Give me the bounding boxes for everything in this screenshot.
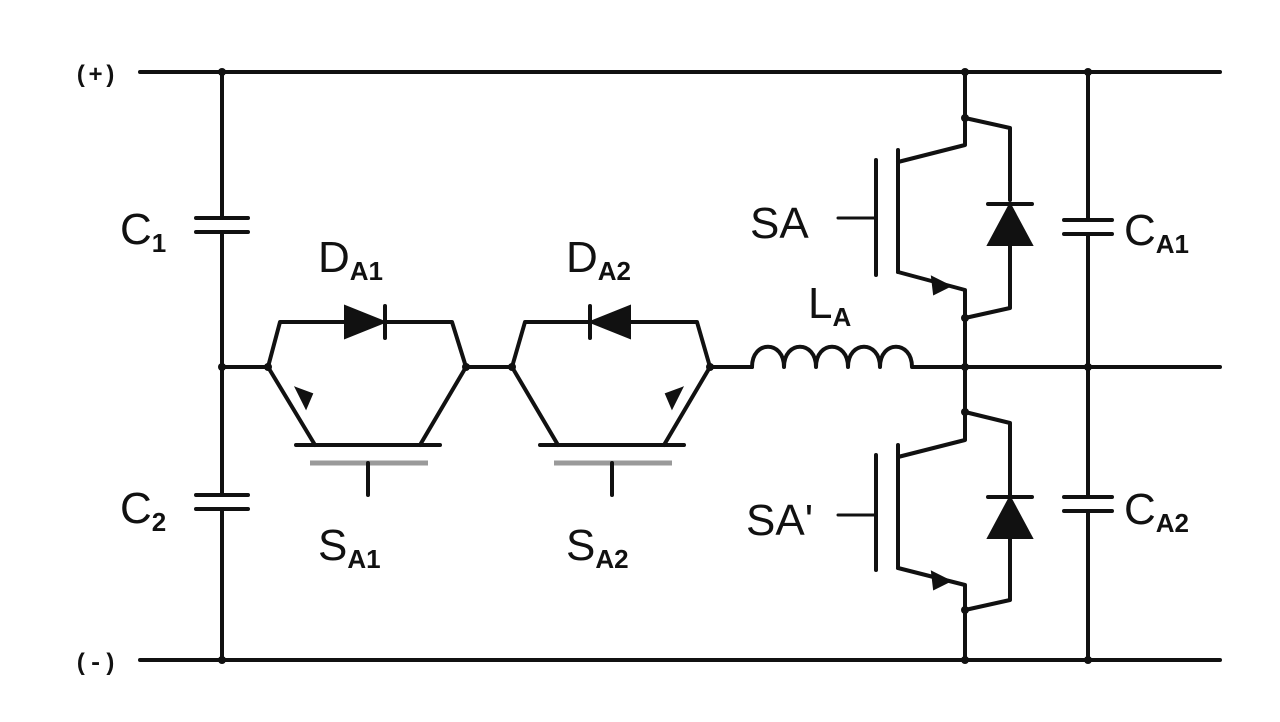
- diode-da2-icon: [587, 304, 631, 340]
- emitter-arrow-icon: [930, 275, 953, 296]
- ca2-label: CA2: [1124, 485, 1189, 538]
- freewheel-diode-icon: [986, 201, 1034, 246]
- da2-label: DA2: [566, 233, 631, 286]
- emitter-arrow-icon: [293, 386, 314, 411]
- diode-da1-icon: [344, 304, 388, 340]
- main-switch-sa: [836, 68, 1034, 371]
- snubber-capacitor-column: [1062, 68, 1114, 664]
- sa2-label: SA2: [566, 521, 629, 574]
- sa1-label: SA1: [318, 521, 381, 574]
- c2-label: C2: [120, 484, 166, 537]
- emitter-arrow-icon: [930, 570, 953, 591]
- main-switch-sa-prime: [836, 365, 1034, 664]
- sa-label: SA: [750, 199, 809, 248]
- negative-terminal-label: (-): [74, 651, 117, 678]
- inductor-la-icon: [750, 344, 920, 369]
- la-label: LA: [808, 279, 851, 332]
- freewheel-diode-icon: [986, 494, 1034, 539]
- da1-label: DA1: [318, 233, 383, 286]
- emitter-arrow-icon: [664, 386, 685, 411]
- c1-label: C1: [120, 205, 166, 258]
- sa-prime-label: SA': [746, 496, 813, 545]
- auxiliary-switch-sa2: [508, 304, 714, 497]
- auxiliary-switch-sa1: [264, 304, 470, 497]
- ca1-label: CA1: [1124, 206, 1189, 259]
- positive-terminal-label: (+): [74, 63, 117, 90]
